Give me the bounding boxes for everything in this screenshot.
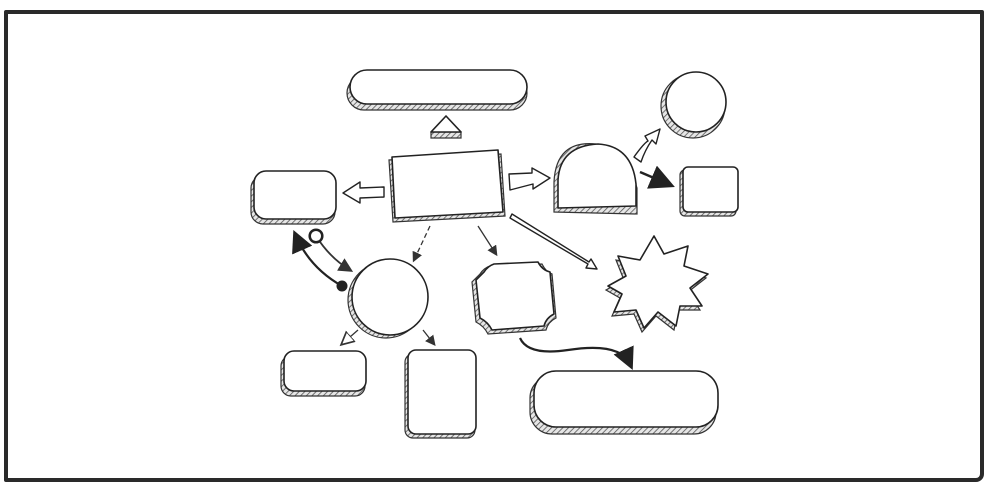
node-top-pill (346, 69, 528, 111)
long-hollow-arrow-icon (509, 213, 598, 270)
curved-thick-arrow-icon-2 (518, 337, 634, 371)
thin-arrow-icon (477, 225, 498, 257)
node-bottom-tall-box (404, 349, 477, 439)
node-plaque (471, 261, 557, 335)
thin-arrow-icon-2 (422, 329, 436, 347)
node-starburst (604, 235, 709, 334)
triangle-marker-icon (430, 115, 462, 139)
node-dome (553, 143, 638, 215)
node-bottom-left-box (280, 350, 367, 397)
node-mid-circle (347, 258, 429, 339)
node-right-square (679, 166, 739, 217)
diagram-frame (4, 10, 984, 482)
dashed-arrow-icon (412, 225, 431, 263)
block-arrow-left-icon (342, 181, 385, 204)
curved-block-arrow-icon (633, 128, 661, 163)
node-left-box (250, 170, 337, 225)
curved-thick-arrow-icon (292, 229, 348, 292)
hollow-head-arrow-icon (342, 329, 359, 344)
block-arrow-right-icon (508, 167, 551, 191)
thick-arrow-icon (639, 165, 675, 189)
node-center-box (388, 149, 506, 223)
node-top-right-circle (660, 71, 727, 139)
node-bottom-pill (529, 370, 719, 435)
curved-loop-arrow-icon (308, 228, 354, 272)
